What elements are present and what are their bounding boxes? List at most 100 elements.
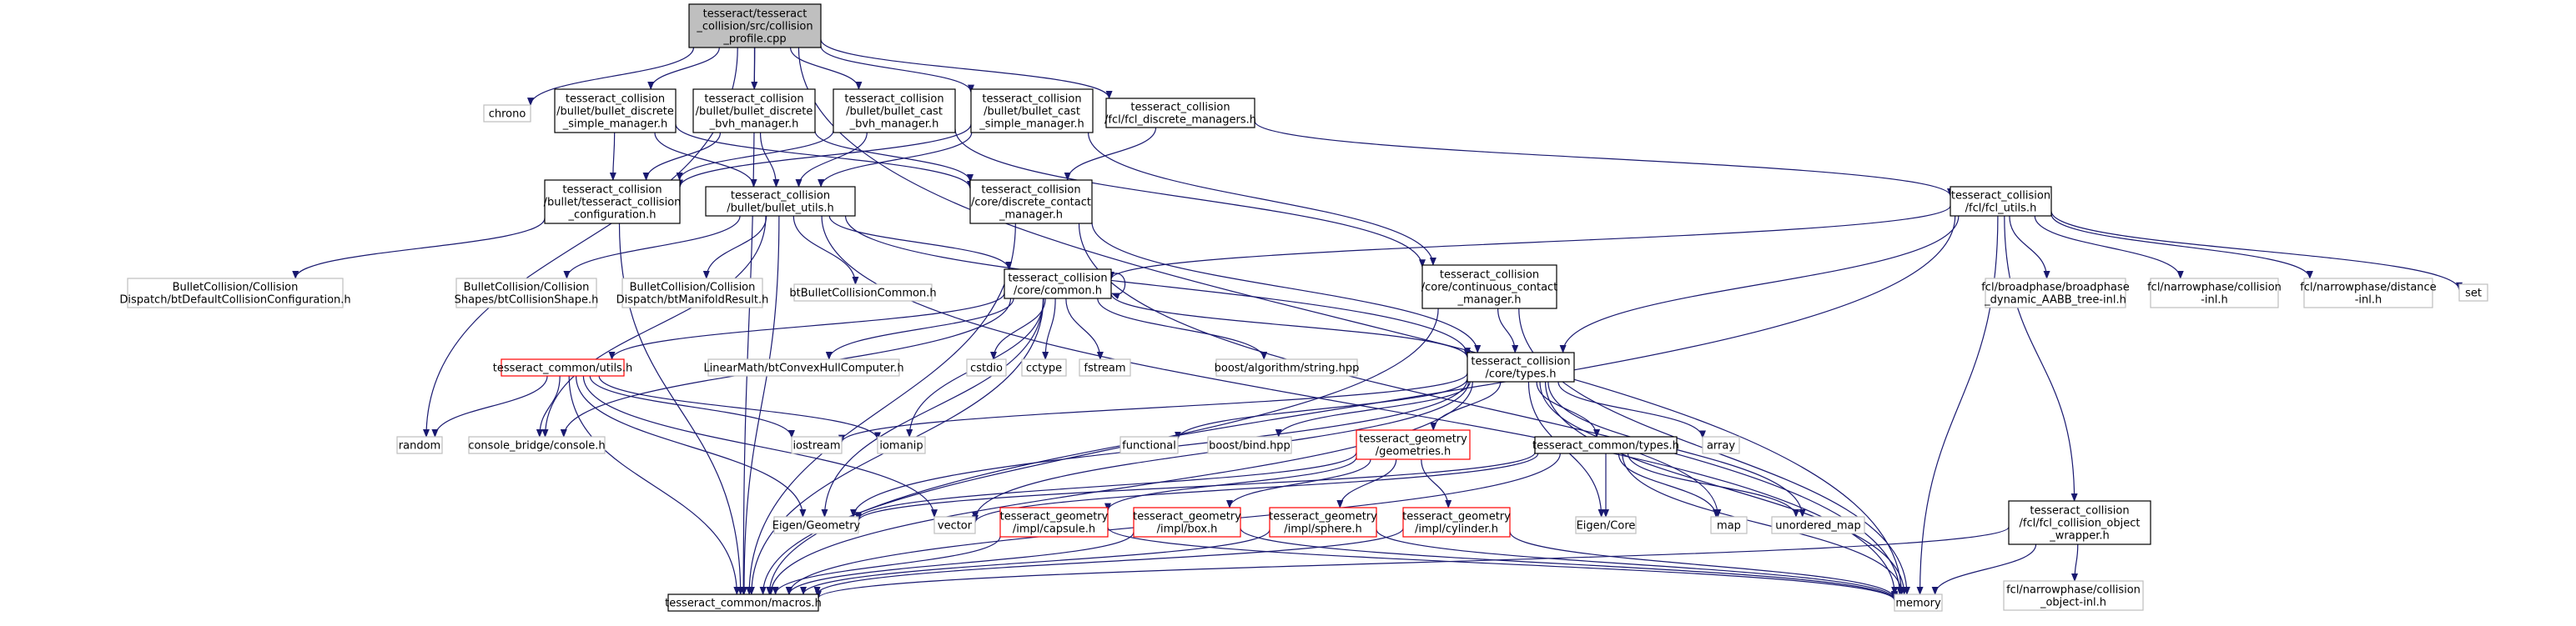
node-fcldm[interactable]: tesseract_collision/fcl/fcl_discrete_man… <box>1104 98 1256 128</box>
node-label-line: tesseract_common/utils.h <box>493 363 632 375</box>
node-capsule[interactable]: tesseract_geometry/impl/capsule.h <box>999 507 1109 538</box>
node-label-line: fcl/broadphase/broadphase <box>1981 282 2130 294</box>
node-box-dcm <box>969 179 1093 224</box>
node-label-line: tesseract_collision <box>981 184 1080 197</box>
node-label-line: fcl/narrowphase/collision <box>2147 282 2282 294</box>
node-box-btmanifold <box>621 278 763 308</box>
node-box-capsule <box>999 507 1109 538</box>
node-chrono: chrono <box>483 104 531 123</box>
edge-root-to-memory <box>797 47 1905 595</box>
node-geometries[interactable]: tesseract_geometry/geometries.h <box>1356 429 1471 460</box>
node-ctypesh[interactable]: tesseract_common/types.h <box>1532 436 1679 454</box>
edge-fclutils-to-bpdyn <box>2009 215 2050 279</box>
node-box-cstdio <box>966 358 1007 377</box>
node-label-line: random <box>399 440 440 453</box>
edge-fclobj-to-memory <box>1931 543 2037 595</box>
node-dcm[interactable]: tesseract_collision/core/discrete_contac… <box>969 179 1093 224</box>
node-umap: unordered_map <box>1771 516 1865 534</box>
node-box-macros <box>667 593 819 612</box>
edge-bdbvh-to-butils <box>759 132 780 188</box>
node-butils[interactable]: tesseract_collision/bullet/bullet_utils.… <box>705 186 856 217</box>
node-label-line: tesseract_collision <box>1471 356 1570 368</box>
edge-cutils-to-iostream <box>589 375 795 438</box>
node-box-box <box>1133 507 1241 538</box>
edge-bdsm-to-butils <box>654 132 757 188</box>
node-nphcoll: fcl/narrowphase/collision-inl.h <box>2147 278 2282 308</box>
node-box[interactable]: tesseract_geometry/impl/box.h <box>1133 507 1241 538</box>
node-label-line: _simple_manager.h <box>562 118 668 131</box>
node-boostalg: boost/algorithm/string.hpp <box>1215 358 1359 377</box>
node-box-functional <box>1119 436 1179 454</box>
edge-butils-to-ccommon <box>828 215 1013 270</box>
node-label-line: /geometries.h <box>1376 446 1451 458</box>
edge-ccommon-to-boostalg <box>1097 298 1268 360</box>
node-label-line: Eigen/Geometry <box>772 520 861 533</box>
edge-ccommon-to-cctype <box>1042 298 1056 360</box>
edge-root-to-chrono <box>527 47 695 107</box>
node-ccm[interactable]: tesseract_collision/core/continuous_cont… <box>1421 264 1558 309</box>
node-btconf[interactable]: tesseract_collision/bullet/tesseract_col… <box>544 179 682 224</box>
edge-root-to-bdsm <box>647 47 720 90</box>
node-label-line: -inl.h <box>2355 294 2382 307</box>
node-label-line: unordered_map <box>1775 520 1861 533</box>
node-box-memory <box>1894 593 1943 612</box>
edge-geometries-to-eigengeo <box>855 452 1357 521</box>
node-label-line: /core/discrete_contact <box>971 197 1091 209</box>
edge-ccommon-to-cstdio <box>990 298 1046 360</box>
node-label-line: tesseract_geometry <box>1133 511 1241 523</box>
node-box-btdefault <box>127 278 344 308</box>
node-label-line: /fcl/fcl_utils.h <box>1965 203 2037 215</box>
node-bdbvh[interactable]: tesseract_collision/bullet/bullet_discre… <box>692 88 816 133</box>
edge-geometries-to-box <box>1226 458 1371 508</box>
node-sphere[interactable]: tesseract_geometry/impl/sphere.h <box>1269 507 1377 538</box>
node-box-geometries <box>1356 429 1471 460</box>
node-label-line: btBulletCollisionCommon.h <box>789 288 936 300</box>
edge-ccm-to-ctypes <box>1497 308 1519 353</box>
node-functional: functional <box>1119 436 1179 454</box>
edge-fclutils-to-macros <box>766 215 1956 595</box>
node-cylinder[interactable]: tesseract_geometry/impl/cylinder.h <box>1402 507 1511 538</box>
node-cutils[interactable]: tesseract_common/utils.h <box>493 358 632 377</box>
edge-ctypesh-to-umap <box>1627 453 1799 518</box>
node-box-umap <box>1771 516 1865 534</box>
node-bcsm[interactable]: tesseract_collision/bullet/bullet_cast_s… <box>970 88 1094 133</box>
node-fclobj[interactable]: tesseract_collision/fcl/fcl_collision_ob… <box>2008 500 2151 545</box>
node-box-fclobj <box>2008 500 2151 545</box>
node-iomanip: iomanip <box>877 436 926 454</box>
node-consolebridge: console_bridge/console.h <box>468 436 606 454</box>
node-label-line: /bullet/bullet_utils.h <box>727 203 834 215</box>
edge-butils-to-ctypes <box>844 215 1471 357</box>
node-bcbvh[interactable]: tesseract_collision/bullet/bullet_cast_b… <box>833 88 956 133</box>
node-box-root <box>688 3 822 48</box>
node-root[interactable]: tesseract/tesseract_collision/src/collis… <box>688 3 822 48</box>
edge-ctypesh-to-eigengeo <box>855 452 1536 522</box>
node-macros[interactable]: tesseract_common/macros.h <box>665 593 822 612</box>
node-cctype: cctype <box>1021 358 1067 377</box>
node-label-line: vector <box>938 520 973 533</box>
node-box-fstream <box>1079 358 1131 377</box>
node-box-bcbvh <box>833 88 956 133</box>
node-box-map <box>1710 516 1748 534</box>
node-label-line: BulletCollision/Collision <box>464 282 590 294</box>
node-label-line: _wrapper.h <box>2049 530 2109 543</box>
edge-box-to-memory <box>1240 528 1898 601</box>
node-btcommon: btBulletCollisionCommon.h <box>789 283 937 302</box>
edge-fclutils-to-set <box>2050 211 2463 291</box>
node-array: array <box>1702 436 1740 454</box>
node-bdsm[interactable]: tesseract_collision/bullet/bullet_discre… <box>554 88 677 133</box>
node-label-line: /fcl/fcl_discrete_managers.h <box>1104 114 1256 127</box>
node-label-line: tesseract_collision <box>566 93 665 106</box>
node-label-line: tesseract_collision <box>562 184 662 197</box>
node-ctypes[interactable]: tesseract_collision/core/types.h <box>1467 352 1575 383</box>
node-box-eigencore <box>1575 516 1637 534</box>
node-box-cctype <box>1021 358 1067 377</box>
node-ccommon[interactable]: tesseract_collision/core/common.h <box>1004 268 1112 299</box>
node-label-line: Dispatch/btDefaultCollisionConfiguration… <box>119 294 350 307</box>
node-btmanifold: BulletCollision/CollisionDispatch/btMani… <box>616 278 768 308</box>
node-box-bpdyn <box>1985 278 2126 308</box>
node-fclutils[interactable]: tesseract_collision/fcl/fcl_utils.h <box>1950 186 2052 217</box>
edge-cutils-to-eigengeo <box>575 375 807 518</box>
edge-ctypesh-to-memory <box>1622 453 1905 595</box>
node-box-set <box>2458 283 2488 302</box>
